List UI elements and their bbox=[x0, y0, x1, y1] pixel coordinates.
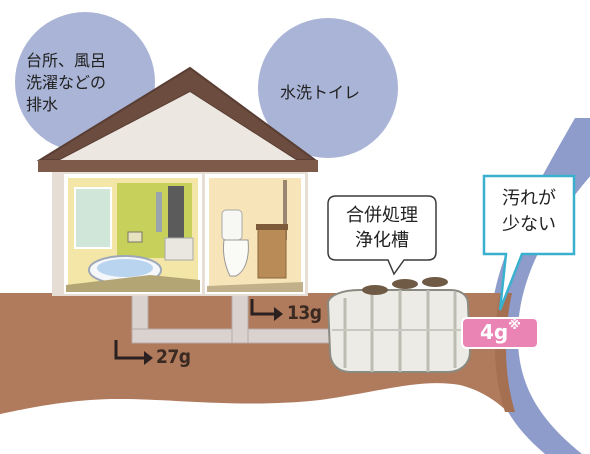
toilet-bubble bbox=[258, 18, 398, 158]
less-dirt-line-2: 少ない bbox=[502, 214, 556, 235]
less-dirt-label: 汚れが 少ない bbox=[496, 186, 562, 238]
kitchen-bath-line-3: 排水 bbox=[26, 95, 59, 114]
septic-tank-label: 合併処理 浄化槽 bbox=[346, 203, 418, 253]
domestic-amount: 27g bbox=[156, 346, 191, 368]
output-note-mark: ※ bbox=[508, 318, 521, 333]
kitchen-bath-line-2: 洗濯などの bbox=[26, 73, 107, 92]
septic-tank-callout bbox=[327, 195, 437, 276]
kitchen-bath-line-1: 台所、風呂 bbox=[26, 51, 107, 70]
kitchen-bath-label: 台所、風呂 洗濯などの 排水 bbox=[26, 50, 146, 116]
septic-tank-line-1: 合併処理 bbox=[346, 205, 418, 226]
less-dirt-line-1: 汚れが bbox=[502, 188, 556, 209]
output-amount: 4g bbox=[480, 320, 509, 344]
output-amount-wrap: 4g※ bbox=[480, 318, 521, 344]
arrow-domestic bbox=[114, 340, 145, 360]
toilet-amount: 13g bbox=[287, 302, 322, 324]
septic-tank bbox=[326, 277, 472, 373]
less-dirt-callout bbox=[482, 174, 576, 311]
house bbox=[36, 66, 319, 296]
toilet-label: 水洗トイレ bbox=[280, 83, 361, 102]
septic-tank-line-2: 浄化槽 bbox=[355, 230, 409, 251]
output-badge bbox=[461, 317, 539, 349]
arrow-toilet bbox=[250, 299, 275, 316]
